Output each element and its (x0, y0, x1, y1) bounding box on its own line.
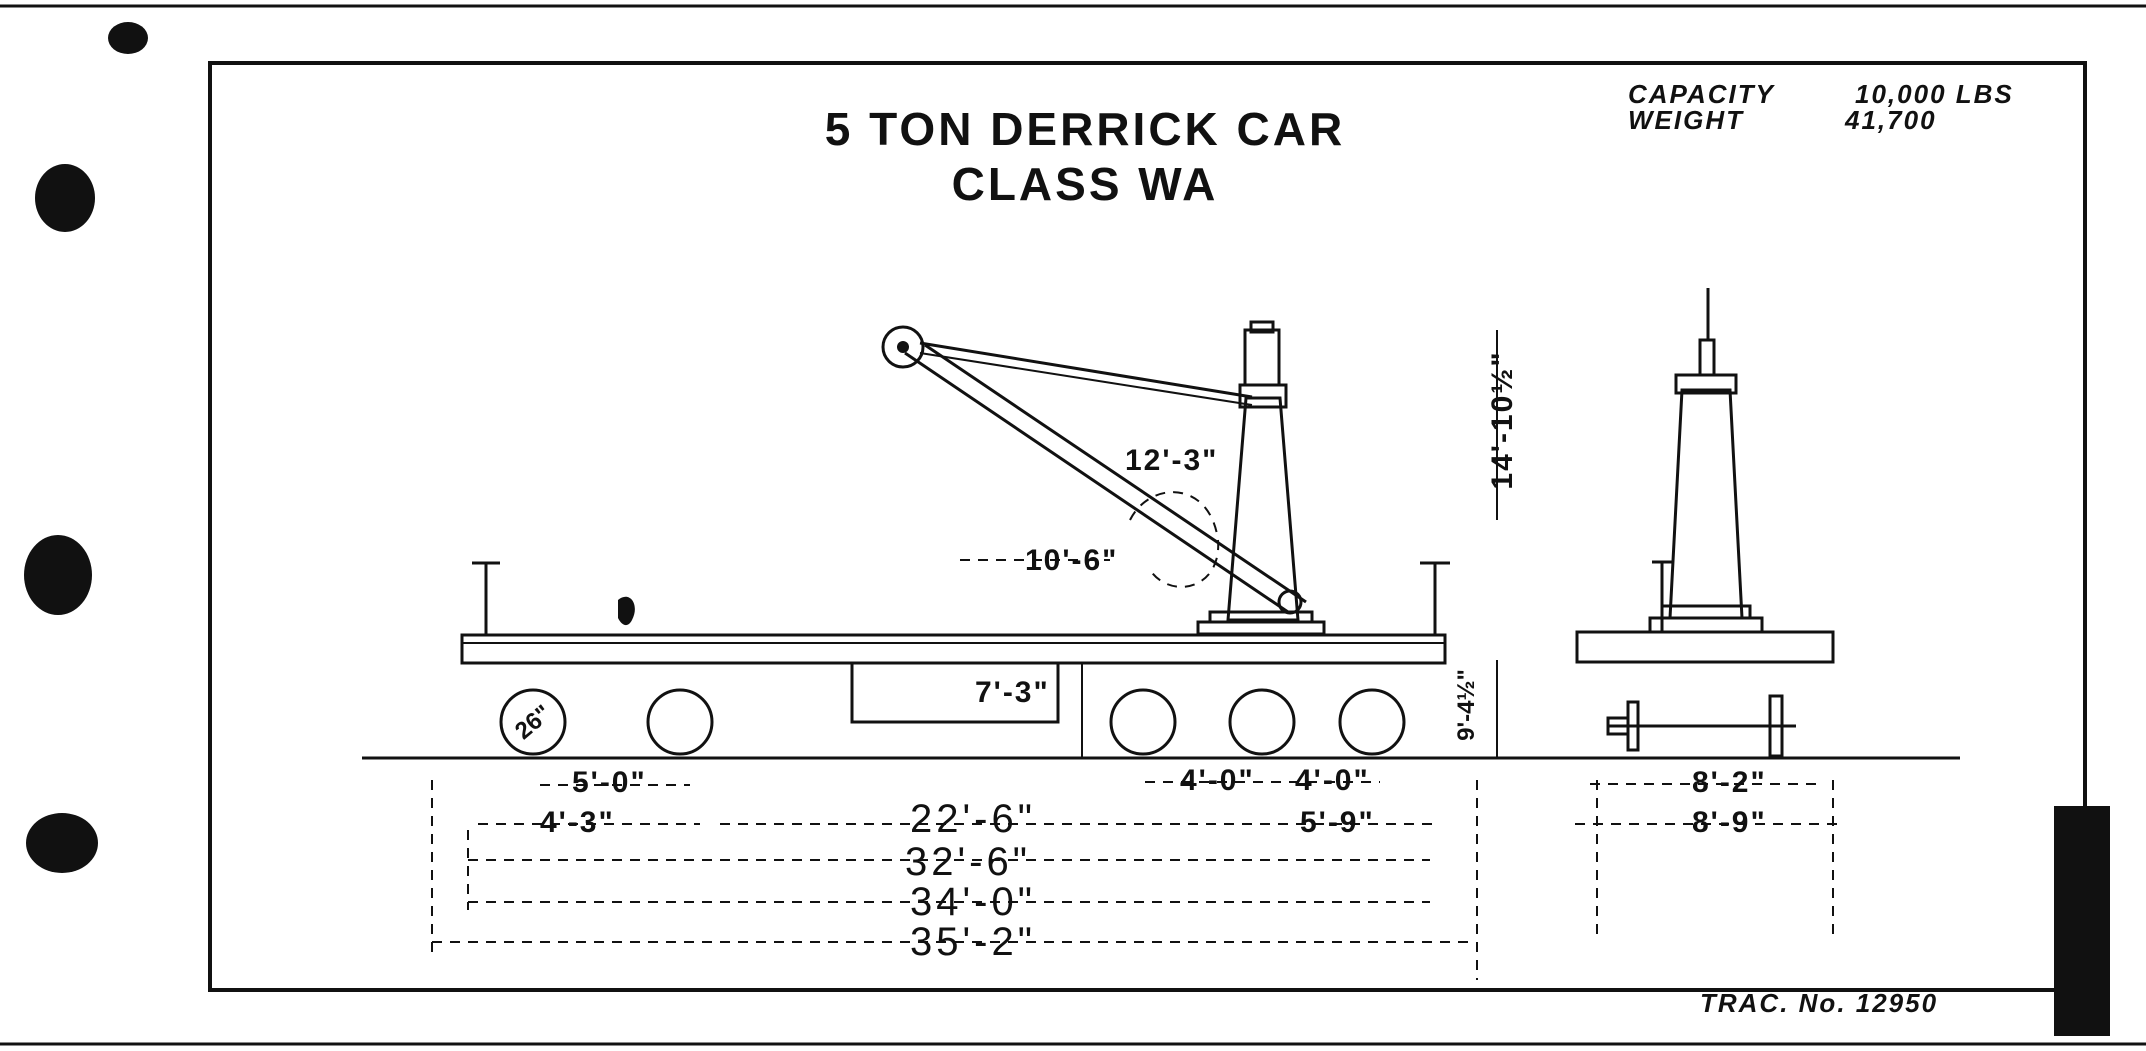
wheel (1109, 688, 1177, 756)
dim-deck-height: 9'-4½" (1453, 669, 1480, 741)
dimension-lines (431, 330, 1845, 980)
boom-sheave (881, 325, 925, 369)
dim-end-overall-width: 8'-9" (1692, 806, 1767, 839)
dim-over-all: 35'-2" (910, 920, 1036, 964)
end-elevation (1575, 288, 1835, 758)
punch-hole-1 (35, 164, 95, 232)
dim-pit-length: 7'-3" (975, 676, 1050, 709)
side-elevation (460, 320, 1450, 756)
dim-boom-reach: 10'-6" (1025, 544, 1118, 577)
title-line-1: 5 TON DERRICK CAR (825, 103, 1345, 155)
hook-mark (618, 596, 635, 626)
derrick-mast (1226, 396, 1300, 622)
dim-axle-spacing-2: 4'-0" (1295, 764, 1370, 797)
ink-blot (108, 22, 148, 54)
title-line-2: CLASS WA (952, 158, 1219, 210)
dim-axle-spacing-1: 4'-0" (1180, 764, 1255, 797)
dim-boom-length: 12'-3" (1125, 444, 1218, 477)
dim-end-to-truck: 4'-3" (540, 806, 615, 839)
drawing-border (208, 61, 2087, 992)
wheel (1338, 688, 1406, 756)
derrick-boom (904, 351, 1289, 614)
swing-circle (1129, 491, 1220, 588)
dim-truck-centers: 22'-6" (910, 797, 1036, 841)
dim-over-sills: 32'-6" (905, 840, 1031, 884)
wheel (1228, 688, 1296, 756)
car-deck (460, 633, 1447, 665)
capacity-value: 10,000 LBS (1855, 79, 2014, 109)
capacity-label: CAPACITY (1628, 79, 1776, 109)
tracing-number: TRAC. No. 12950 (1700, 988, 1938, 1018)
pit-outline (850, 663, 1060, 724)
punch-hole-2 (24, 535, 92, 615)
dim-end-width: 8'-2" (1692, 766, 1767, 799)
weight-value: 41,700 (1844, 105, 1937, 135)
dim-mast-height: 14'-10½" (1486, 350, 1519, 489)
dim-over-end-sills: 34'-0" (910, 880, 1036, 924)
dim-rear-overhang: 5'-9" (1300, 806, 1375, 839)
wheel (499, 688, 567, 756)
dim-truck-wheelbase: 5'-0" (572, 766, 647, 799)
boom-guy (919, 341, 1253, 399)
punch-hole-3 (26, 813, 98, 873)
edge-tab (2054, 806, 2110, 1036)
wheel (646, 688, 714, 756)
weight-label: WEIGHT (1628, 105, 1744, 135)
